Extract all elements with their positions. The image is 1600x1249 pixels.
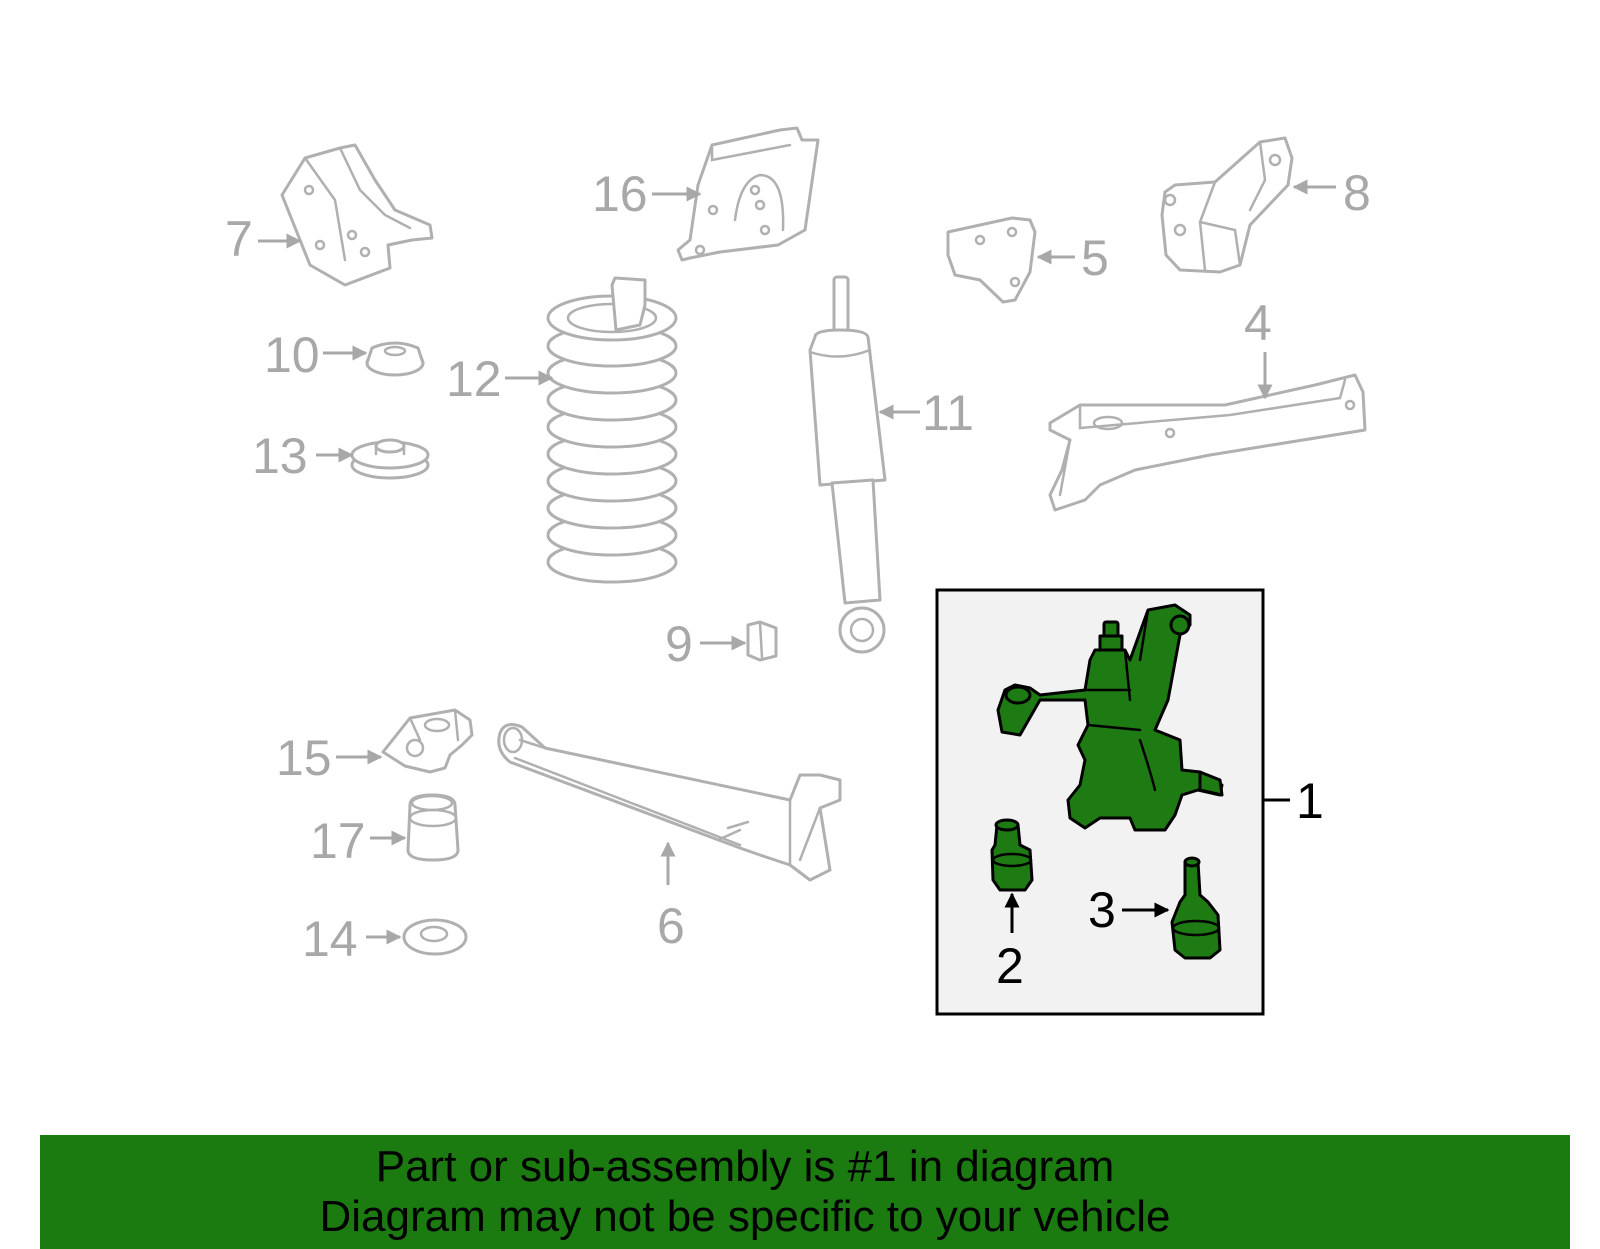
callout-2: 2 <box>996 938 1024 994</box>
part-8-bracket[interactable] <box>1160 136 1294 274</box>
callout-11: 11 <box>922 385 974 441</box>
callout-9: 9 <box>665 616 693 672</box>
part-3-ball-joint[interactable] <box>1170 856 1222 960</box>
part-13-insulator[interactable] <box>350 438 430 480</box>
callout-12: 12 <box>446 351 502 407</box>
part-6-radius-arm[interactable] <box>497 723 842 882</box>
part-14-washer[interactable] <box>402 918 468 956</box>
callout-16: 16 <box>592 166 648 222</box>
part-1-steering-knuckle[interactable] <box>996 603 1224 832</box>
part-9-block[interactable] <box>746 620 778 662</box>
part-16-bracket[interactable] <box>676 126 820 262</box>
notice-banner: Part or sub-assembly is #1 in diagram Di… <box>40 1135 1570 1249</box>
part-7-bracket[interactable] <box>280 143 434 287</box>
leader-lines <box>258 179 1336 945</box>
banner-line-2: Diagram may not be specific to your vehi… <box>319 1192 1171 1241</box>
callout-14: 14 <box>302 911 358 967</box>
part-11-shock-absorber[interactable] <box>808 275 887 654</box>
callout-labels: 7 16 5 8 4 10 12 11 13 9 15 17 14 6 1 2 … <box>225 165 1371 994</box>
part-15-mount[interactable] <box>381 708 474 774</box>
callout-13: 13 <box>252 428 308 484</box>
banner-line-1: Part or sub-assembly is #1 in diagram <box>375 1142 1115 1191</box>
callout-4: 4 <box>1244 295 1272 351</box>
callout-17: 17 <box>310 813 366 869</box>
part-5-plate[interactable] <box>946 216 1037 304</box>
callout-1: 1 <box>1296 773 1324 829</box>
part-17-bushing[interactable] <box>406 793 460 862</box>
part-4-radius-arm[interactable] <box>1048 373 1367 512</box>
part-2-ball-joint[interactable] <box>990 818 1034 892</box>
callout-6: 6 <box>657 898 685 954</box>
callout-15: 15 <box>276 730 332 786</box>
callout-7: 7 <box>225 211 253 267</box>
callout-3: 3 <box>1088 882 1116 938</box>
part-12-coil-spring[interactable] <box>546 276 678 584</box>
callout-5: 5 <box>1081 230 1109 286</box>
part-10-spacer[interactable] <box>365 341 425 377</box>
callout-8: 8 <box>1343 165 1371 221</box>
callout-10: 10 <box>264 327 320 383</box>
